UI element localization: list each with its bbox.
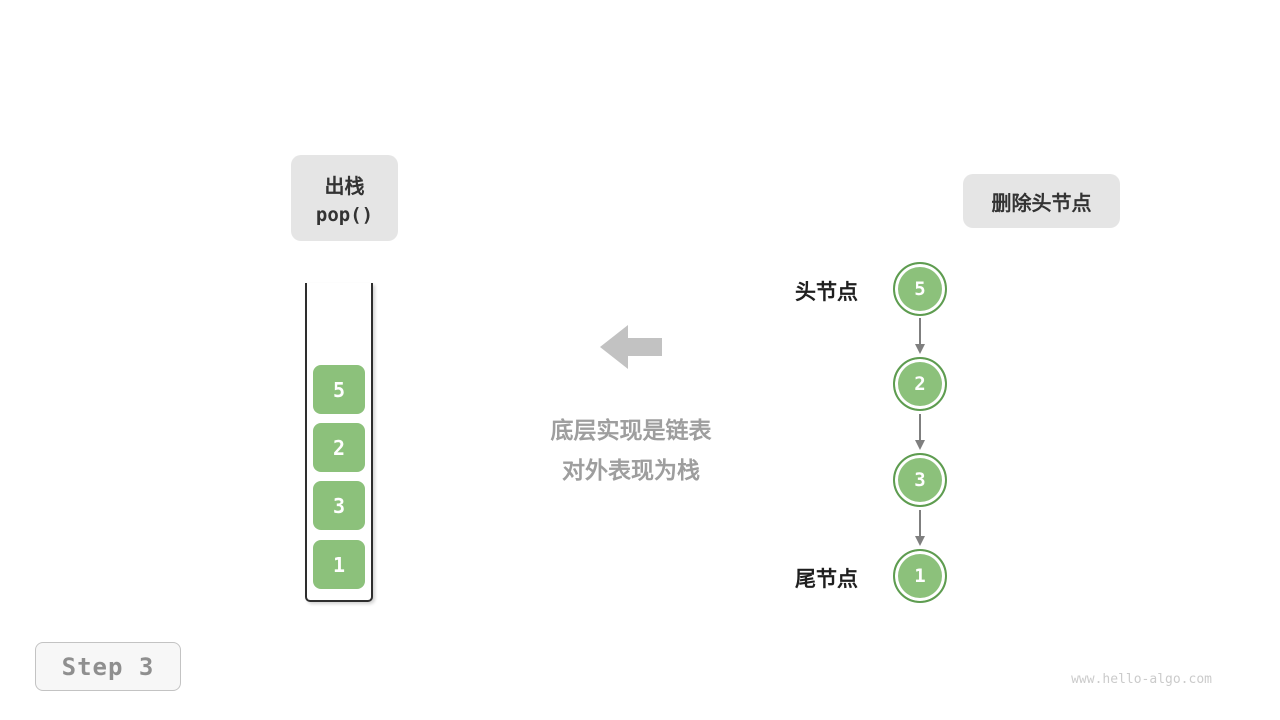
tail-node-label: 尾节点 bbox=[795, 568, 858, 591]
watermark-text: www.hello-algo.com bbox=[1071, 672, 1212, 687]
center-note-line2: 对外表现为栈 bbox=[562, 457, 700, 483]
down-arrow-icon bbox=[915, 318, 925, 354]
step-badge: Step 3 bbox=[35, 642, 181, 691]
head-node-label: 头节点 bbox=[795, 281, 858, 304]
stack-item: 3 bbox=[313, 481, 365, 530]
down-arrow-icon bbox=[915, 414, 925, 450]
pop-label-title: 出栈 bbox=[324, 176, 365, 198]
linked-list-node: 2 bbox=[893, 357, 947, 411]
linked-list-node: 3 bbox=[893, 453, 947, 507]
stack-item: 2 bbox=[313, 423, 365, 472]
pop-label-code: pop() bbox=[315, 204, 374, 226]
stack-item: 1 bbox=[313, 540, 365, 589]
center-note-line1: 底层实现是链表 bbox=[550, 417, 712, 443]
stack-container: 5 2 3 1 bbox=[305, 283, 373, 602]
linked-list-node: 5 bbox=[893, 262, 947, 316]
down-arrow-icon bbox=[915, 510, 925, 546]
left-block-arrow-icon bbox=[600, 325, 662, 369]
center-note: 底层实现是链表 对外表现为栈 bbox=[456, 410, 806, 490]
linked-list-node: 1 bbox=[893, 549, 947, 603]
pop-operation-label: 出栈 pop() bbox=[291, 155, 398, 241]
delete-head-label: 删除头节点 bbox=[963, 174, 1120, 228]
stack-item: 5 bbox=[313, 365, 365, 414]
